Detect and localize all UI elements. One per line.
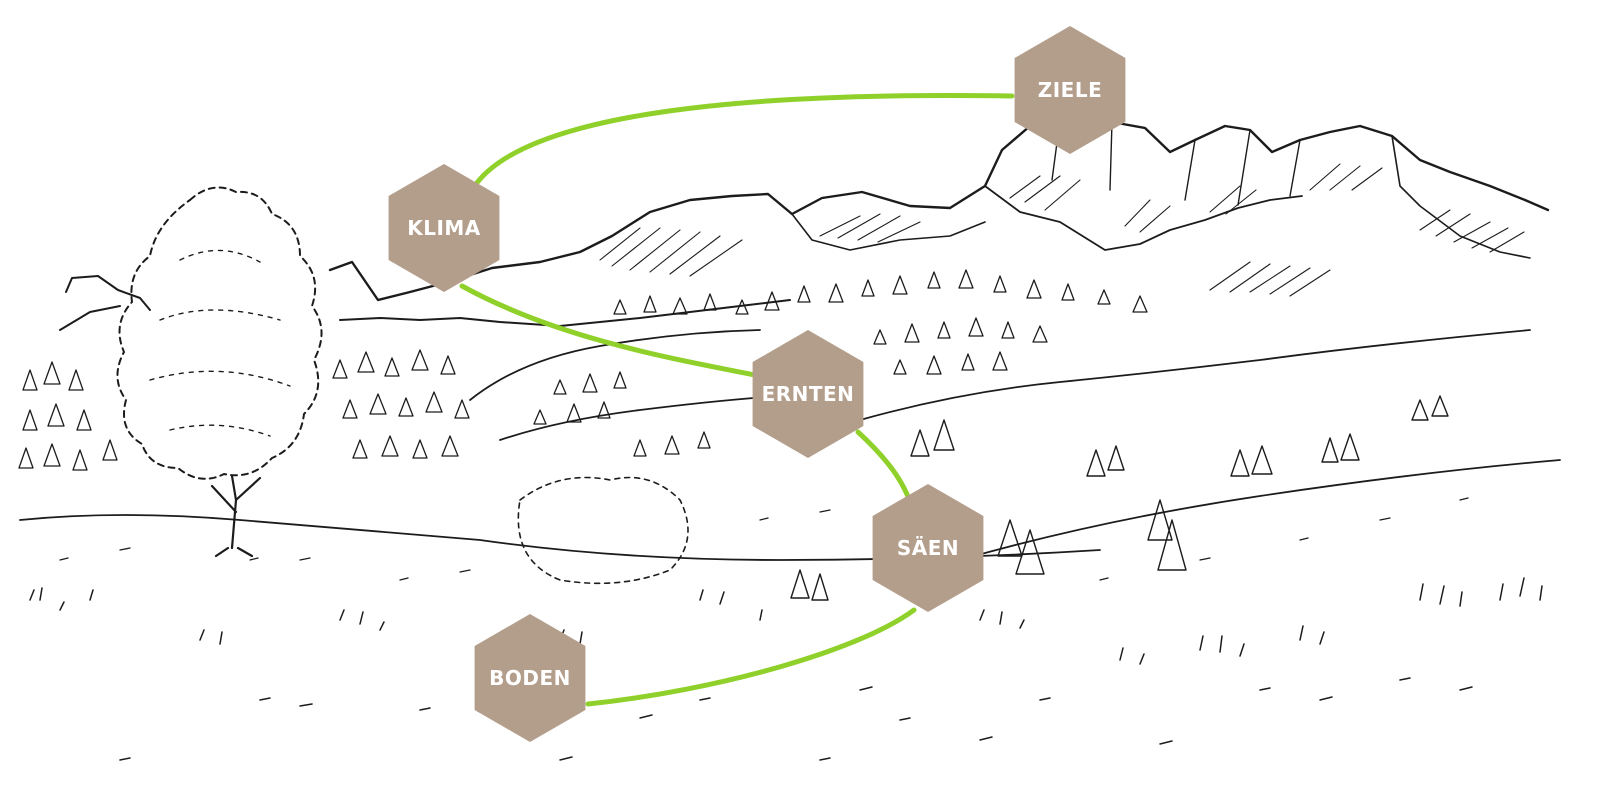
node-label-ziele: ZIELE <box>1038 78 1103 102</box>
hexagon-saeen <box>872 484 984 612</box>
connector-ernten-saeen <box>855 429 915 511</box>
node-label-ernten: ERNTEN <box>762 382 855 406</box>
hexagon-klima <box>388 164 500 292</box>
hexagon-ziele <box>1014 26 1126 154</box>
node-label-saeen: SÄEN <box>897 536 959 560</box>
node-label-boden: BODEN <box>489 666 571 690</box>
nodes-layer: ZIELE KLIMA ERNTEN SÄEN BODEN <box>388 26 1126 742</box>
node-label-klima: KLIMA <box>407 216 481 240</box>
connector-klima-ernten <box>459 283 763 379</box>
hexagon-ernten <box>752 330 864 458</box>
connector-saeen-boden <box>585 607 917 707</box>
node-boden: BODEN <box>474 614 586 742</box>
node-ziele: ZIELE <box>1014 26 1126 154</box>
connections-layer <box>459 92 1015 707</box>
node-klima: KLIMA <box>388 164 500 292</box>
hexagon-boden <box>474 614 586 742</box>
node-ernten: ERNTEN <box>752 330 864 458</box>
connector-ziele-klima <box>469 92 1015 193</box>
node-saeen: SÄEN <box>872 484 984 612</box>
